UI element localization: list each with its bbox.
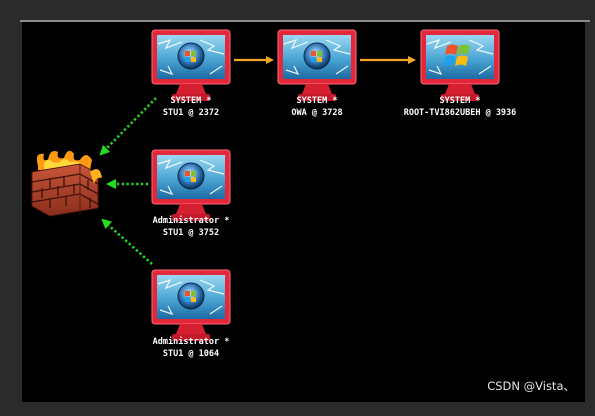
host-node-2[interactable]: SYSTEM * OWA @ 3728 — [277, 29, 357, 118]
host-session-label: STU1 @ 3752 — [163, 228, 219, 238]
xp-monitor-icon — [420, 29, 500, 102]
panel-border — [20, 20, 590, 22]
host-session-label: ROOT-TVI862UBEH @ 3936 — [404, 108, 517, 118]
host-session-label: OWA @ 3728 — [291, 108, 342, 118]
host-user-label: Administrator * — [153, 215, 230, 226]
host-node-5[interactable]: Administrator * STU1 @ 1064 — [151, 269, 231, 359]
host-node-4[interactable]: Administrator * STU1 @ 3752 — [151, 149, 231, 238]
vista-monitor-icon — [151, 29, 231, 102]
host-user-label: SYSTEM * — [171, 96, 212, 106]
vista-monitor-icon — [151, 149, 231, 222]
host-user-label: SYSTEM * — [297, 96, 338, 106]
pivot-graph-canvas[interactable] — [22, 22, 585, 402]
panel-gutter — [585, 22, 595, 402]
host-node-1[interactable]: SYSTEM * STU1 @ 2372 — [151, 29, 231, 118]
vista-monitor-icon — [151, 269, 231, 342]
host-session-label: STU1 @ 1064 — [163, 349, 219, 359]
host-user-label: Administrator * — [153, 336, 230, 347]
watermark: CSDN @Vista、 — [487, 379, 575, 393]
vista-monitor-icon — [277, 29, 357, 102]
beacon-link-1 — [99, 97, 157, 156]
firewall-icon[interactable] — [31, 150, 102, 217]
host-session-label: STU1 @ 2372 — [163, 108, 219, 118]
host-user-label: SYSTEM * — [440, 96, 481, 106]
panel-footer — [0, 402, 595, 416]
host-node-3[interactable]: SYSTEM * ROOT-TVI862UBEH @ 3936 — [404, 29, 517, 118]
beacon-link-3 — [101, 218, 153, 265]
